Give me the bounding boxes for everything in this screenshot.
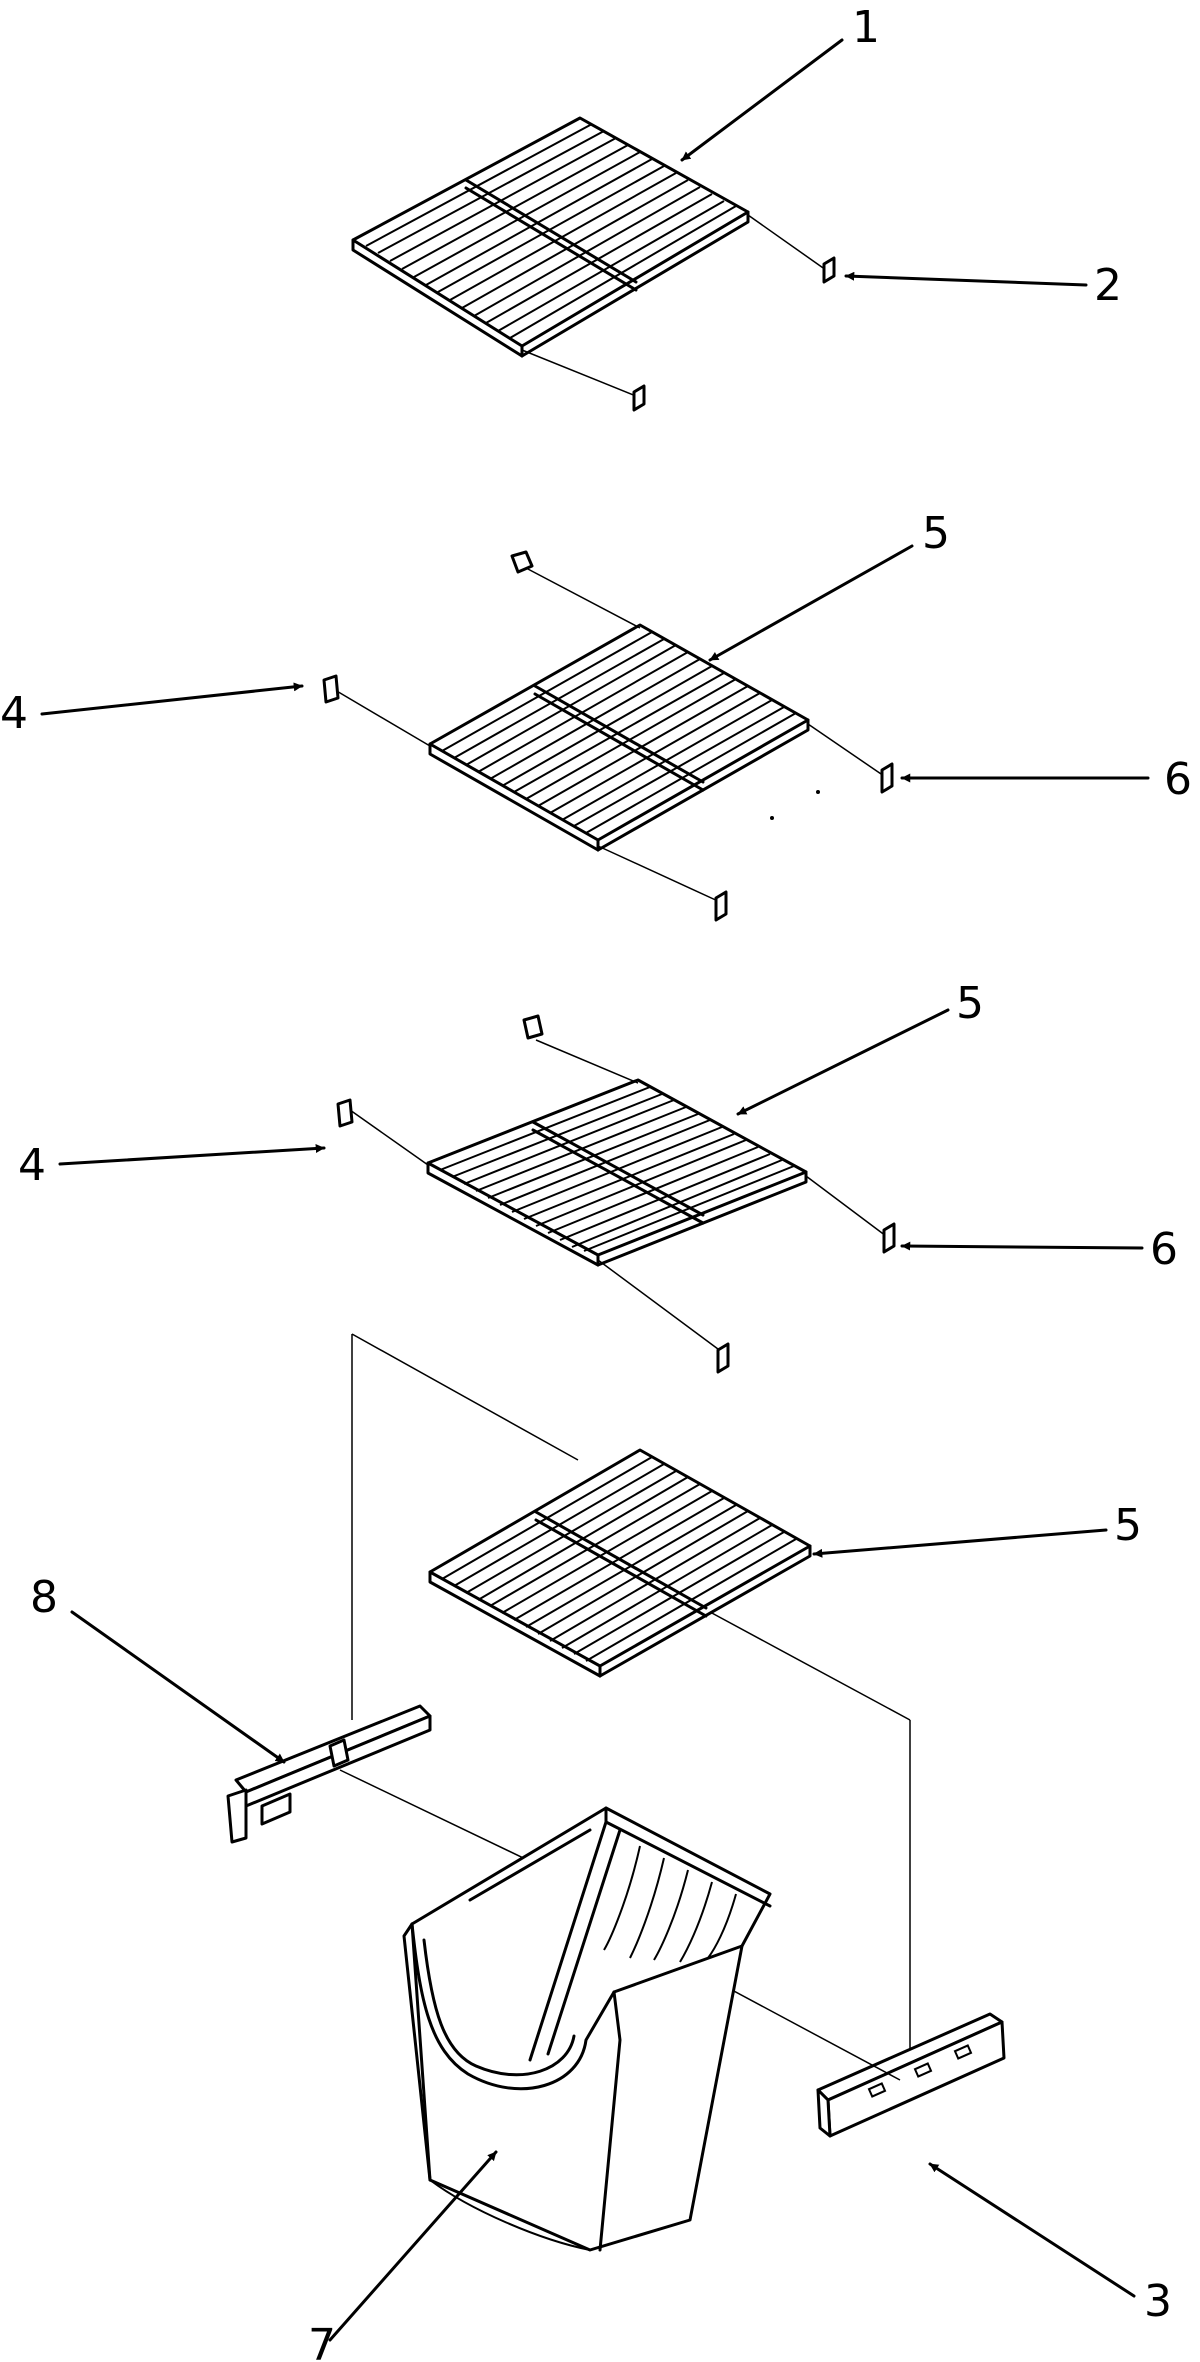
callout-2: 2 <box>1094 260 1122 311</box>
callout-5-upper: 5 <box>922 508 950 559</box>
callout-4-lower: 4 <box>18 1140 46 1191</box>
shelf-support-clip-2-right <box>880 762 894 794</box>
wire-shelf-middle-upper <box>334 567 885 903</box>
leader-lines <box>40 38 1150 2342</box>
shelf-support-clip-3-front <box>716 1342 730 1374</box>
wire-shelf-top <box>351 116 827 397</box>
shelf-support-clip-3-right <box>882 1222 896 1254</box>
callout-6-lower: 6 <box>1150 1224 1178 1275</box>
callout-6-upper: 6 <box>1164 754 1192 805</box>
callout-5-middle: 5 <box>956 978 984 1029</box>
callout-1: 1 <box>852 2 880 53</box>
shelf-support-clip-2-front-left <box>322 674 340 704</box>
callout-8: 8 <box>30 1572 58 1623</box>
shelf-support-clip-top-right <box>822 256 836 284</box>
callout-4-upper: 4 <box>0 688 28 739</box>
callout-5-lower: 5 <box>1114 1500 1142 1551</box>
shelf-support-clip-2-back-left <box>510 550 534 574</box>
crisper-rail-left <box>226 1704 591 1891</box>
callout-7: 7 <box>308 2320 336 2362</box>
crisper-drawer <box>402 1806 772 2252</box>
shelf-support-clip-top-left <box>632 384 646 412</box>
callout-3: 3 <box>1144 2276 1172 2327</box>
shelf-support-clip-3-front-left <box>336 1098 354 1128</box>
crisper-rail-right <box>675 1959 1006 2138</box>
wire-shelf-bottom <box>351 1333 911 2060</box>
shelf-support-clip-2-front <box>714 890 728 922</box>
wire-shelf-middle-lower <box>349 1039 887 1353</box>
shelf-support-clip-3-back-left <box>522 1014 544 1040</box>
